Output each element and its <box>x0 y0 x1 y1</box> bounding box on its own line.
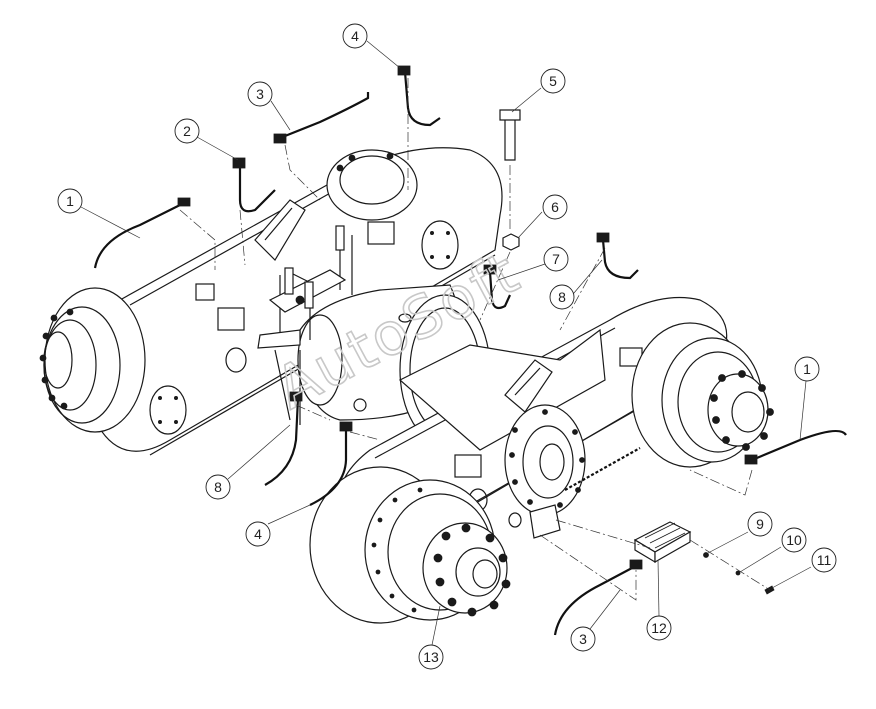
svg-text:12: 12 <box>651 620 667 636</box>
callout-3-top: 3 <box>247 81 273 107</box>
svg-text:1: 1 <box>803 361 811 377</box>
svg-text:7: 7 <box>552 251 560 267</box>
svg-text:13: 13 <box>423 649 439 665</box>
svg-text:9: 9 <box>756 516 764 532</box>
callout-5: 5 <box>540 68 566 94</box>
callout-10: 10 <box>781 527 807 553</box>
svg-text:4: 4 <box>351 28 359 44</box>
mid-cover-bolts <box>509 409 585 508</box>
callout-4-top: 4 <box>342 23 368 49</box>
svg-text:3: 3 <box>579 631 587 647</box>
svg-text:4: 4 <box>254 526 262 542</box>
callout-13: 13 <box>418 644 444 670</box>
front-left-wheel-hub <box>309 466 511 624</box>
svg-text:5: 5 <box>549 73 557 89</box>
front-right-hub-bolts <box>710 370 774 451</box>
callout-1-left: 1 <box>57 188 83 214</box>
callout-7: 7 <box>543 246 569 272</box>
svg-text:2: 2 <box>183 123 191 139</box>
front-left-hub-bolts <box>433 523 511 617</box>
svg-text:10: 10 <box>786 532 802 548</box>
centerlines <box>179 78 771 601</box>
sensor-cables <box>93 65 847 636</box>
svg-text:1: 1 <box>66 193 74 209</box>
callout-3-bottom: 3 <box>570 626 596 652</box>
svg-text:3: 3 <box>256 86 264 102</box>
svg-text:11: 11 <box>817 552 832 568</box>
callout-11: 11 <box>811 547 837 573</box>
callout-8-right: 8 <box>549 284 575 310</box>
svg-text:8: 8 <box>558 289 566 305</box>
svg-text:8: 8 <box>214 479 222 495</box>
small-hardware <box>633 521 775 595</box>
callout-9: 9 <box>747 511 773 537</box>
front-left-rim-bolts <box>371 487 423 613</box>
rear-hub-bolts <box>39 308 74 410</box>
callout-1-right: 1 <box>794 356 820 382</box>
callout-6: 6 <box>542 194 568 220</box>
callout-8-left: 8 <box>205 474 231 500</box>
svg-text:6: 6 <box>551 199 559 215</box>
callout-2: 2 <box>174 118 200 144</box>
callout-4-bottom: 4 <box>245 521 271 547</box>
callout-12: 12 <box>646 615 672 641</box>
callouts: 1 2 3 4 5 6 7 8 <box>57 23 837 670</box>
front-right-wheel-hub <box>631 322 774 468</box>
